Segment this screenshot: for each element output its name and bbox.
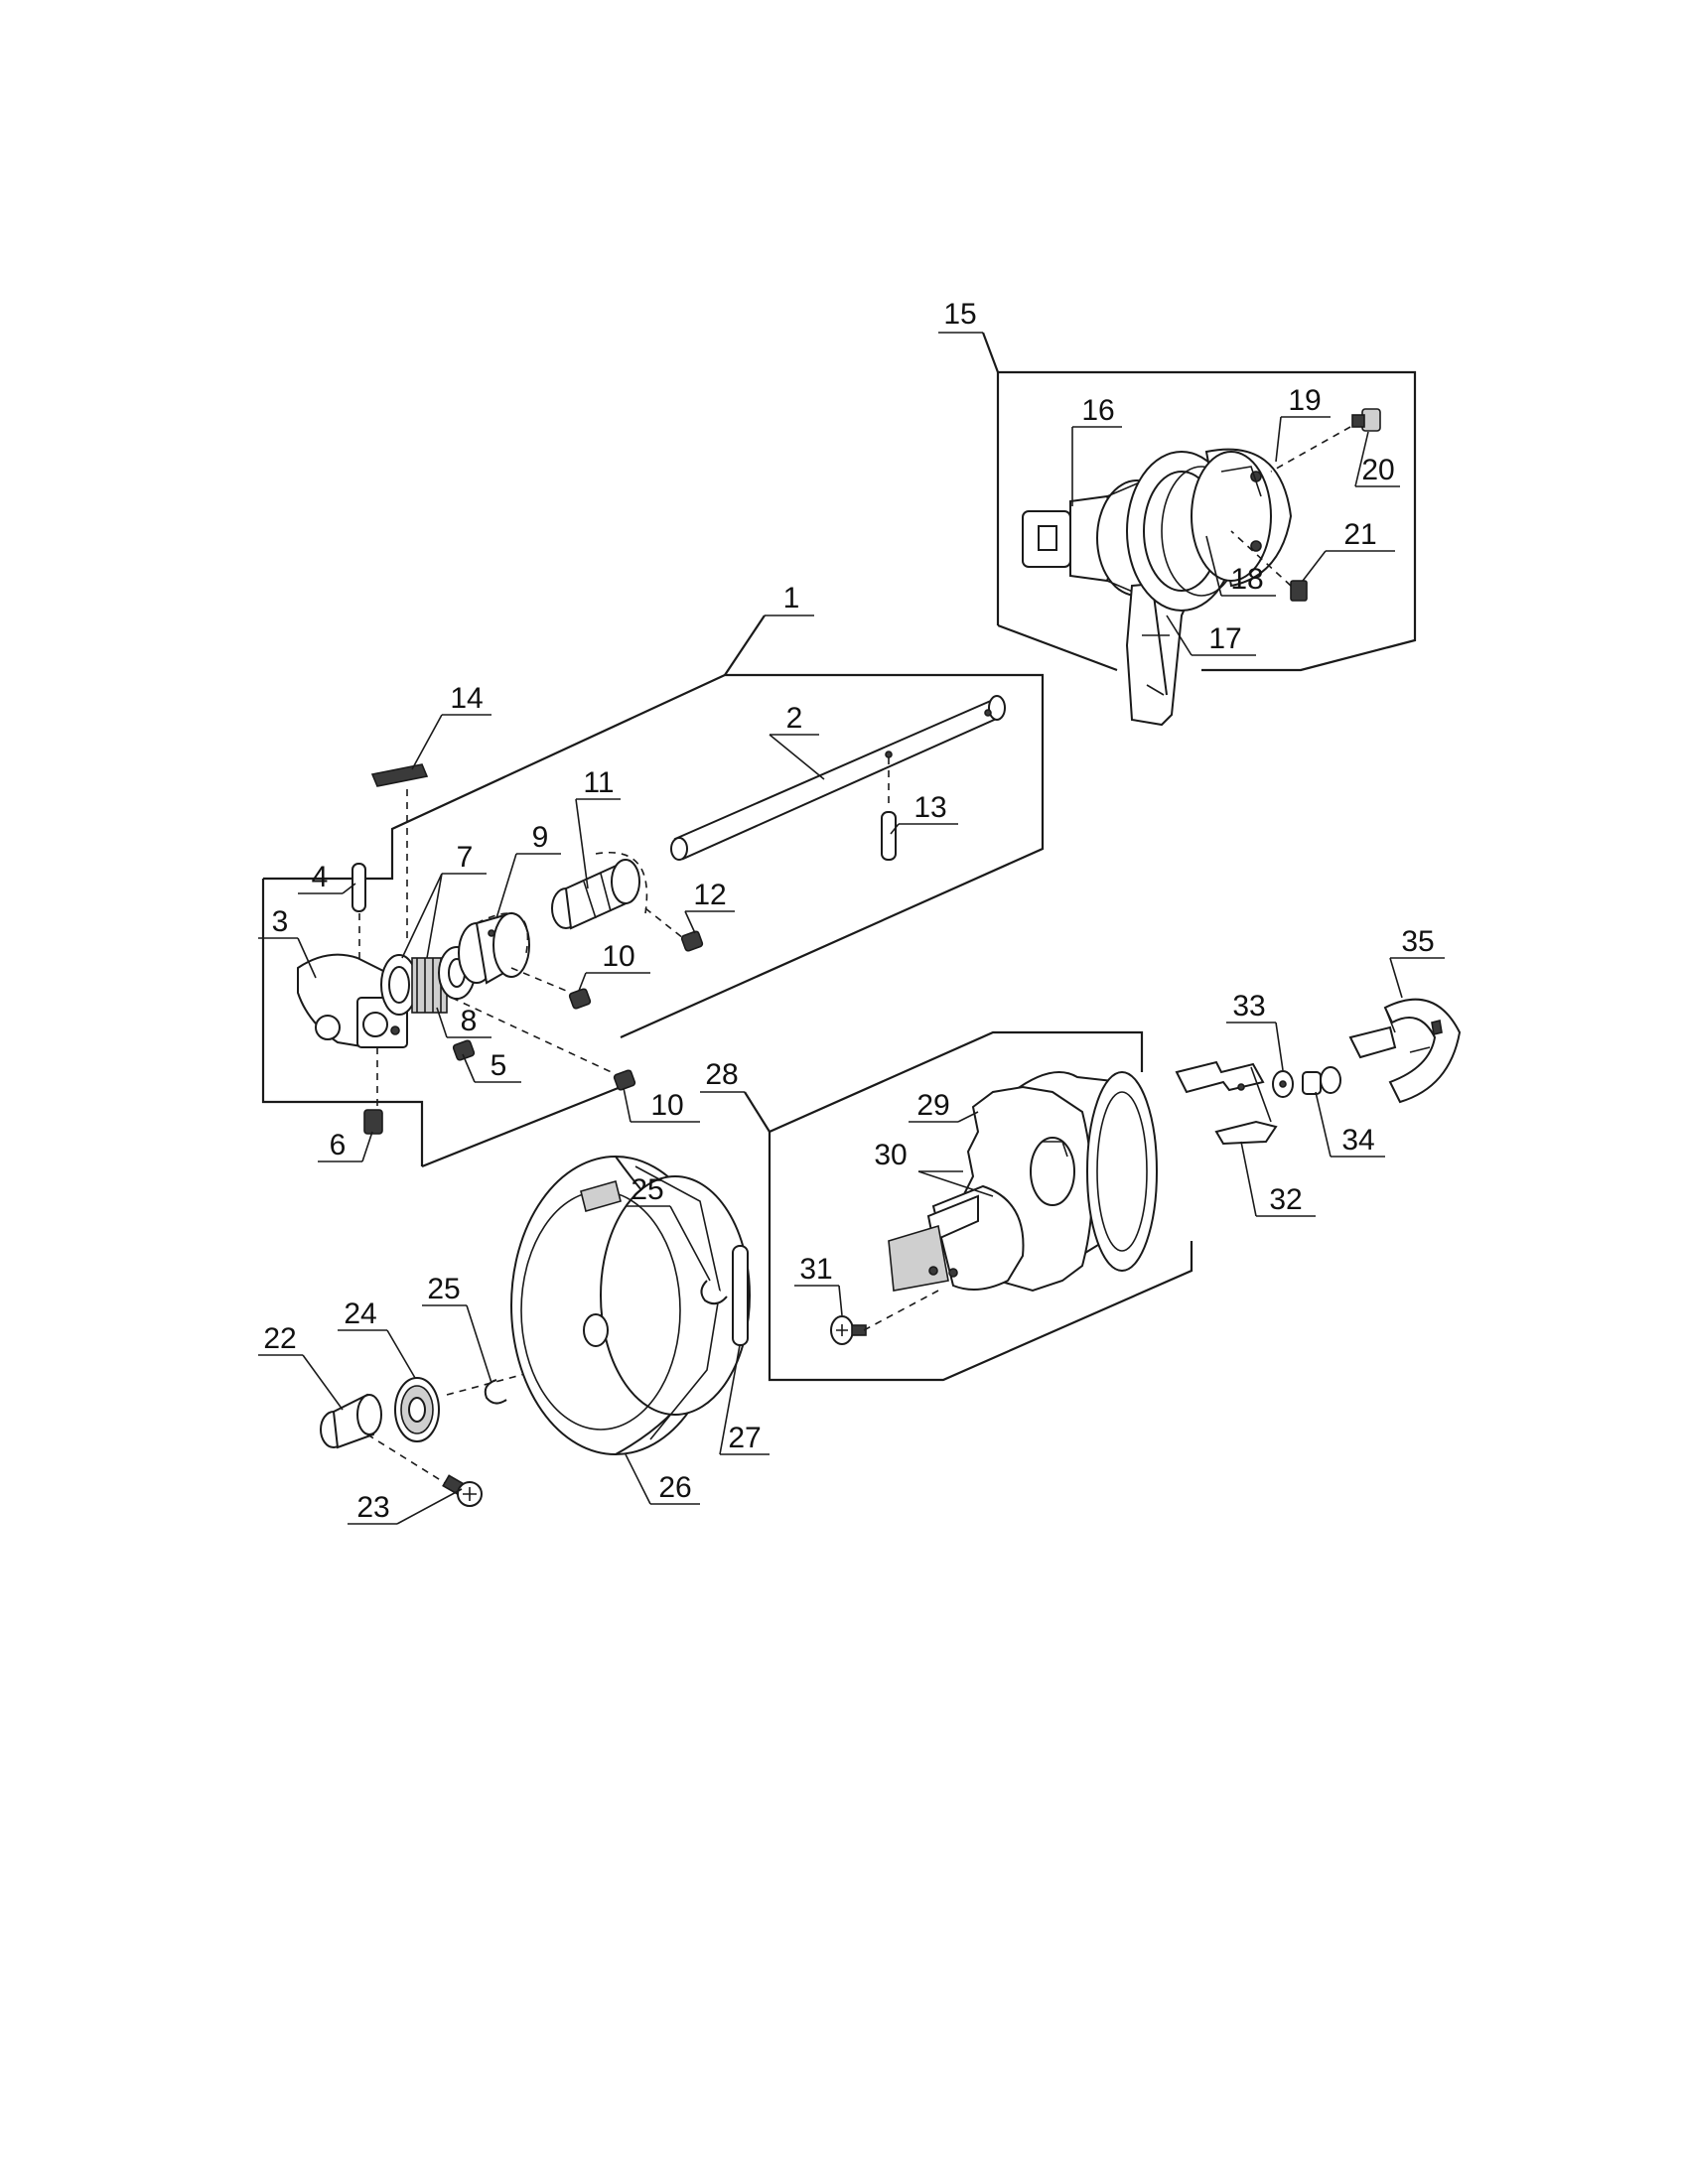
callout-25-right: 25 xyxy=(631,1173,663,1206)
part-10-set-screw-lower xyxy=(451,997,636,1091)
callout-6: 6 xyxy=(330,1129,347,1161)
callout-13: 13 xyxy=(913,791,946,824)
part-25-retaining-ring-right xyxy=(700,1280,728,1305)
callout-5: 5 xyxy=(491,1049,507,1082)
part-30-cam-segment xyxy=(888,1184,1025,1292)
part-24-bearing xyxy=(394,1377,440,1442)
part-17-bracket-arm xyxy=(1125,579,1190,727)
part-11-sleeve xyxy=(551,852,648,930)
part-9-coupling xyxy=(458,911,530,985)
callout-9: 9 xyxy=(532,821,549,854)
callout-1: 1 xyxy=(783,582,800,614)
part-14-key xyxy=(370,763,429,943)
callout-12: 12 xyxy=(693,879,726,911)
assembly-1-outline xyxy=(261,614,1045,1168)
callout-27: 27 xyxy=(728,1422,761,1454)
callout-21: 21 xyxy=(1343,518,1376,551)
part-35-cover-clip xyxy=(1348,998,1462,1104)
callout-11: 11 xyxy=(583,766,614,799)
part-7-collar-gear xyxy=(380,954,448,1016)
callout-7: 7 xyxy=(457,841,474,874)
callout-10-lower: 10 xyxy=(650,1089,683,1122)
assembly-15-outline xyxy=(938,332,1417,672)
callout-34: 34 xyxy=(1341,1124,1374,1157)
callout-24: 24 xyxy=(344,1297,376,1330)
part-31-screw xyxy=(830,1290,939,1345)
callout-17: 17 xyxy=(1208,622,1241,655)
part-12-set-screw xyxy=(644,907,704,952)
callout-16: 16 xyxy=(1081,394,1114,427)
callout-32: 32 xyxy=(1269,1183,1302,1216)
callout-30: 30 xyxy=(874,1139,907,1171)
part-22-collar xyxy=(320,1393,382,1449)
part-13-pin xyxy=(881,811,897,861)
callout-18: 18 xyxy=(1230,563,1263,596)
callout-22: 22 xyxy=(263,1322,296,1355)
callout-26: 26 xyxy=(658,1471,691,1504)
callout-2: 2 xyxy=(786,702,803,735)
part-10-set-screw-upper xyxy=(510,967,592,1010)
part-6-set-screw xyxy=(363,1109,383,1135)
part-33-washer xyxy=(1272,1070,1294,1098)
callout-28: 28 xyxy=(705,1058,738,1091)
callout-31: 31 xyxy=(799,1253,832,1286)
callout-labels: 1 2 3 4 5 6 7 8 9 10 10 11 12 13 14 15 1… xyxy=(263,298,1434,1524)
part-27-pin xyxy=(732,1245,749,1346)
callout-20: 20 xyxy=(1361,454,1394,486)
part-26-timing-pulley xyxy=(510,1156,751,1455)
callout-8: 8 xyxy=(461,1005,478,1037)
part-20-screw xyxy=(1270,408,1381,473)
callout-15: 15 xyxy=(943,298,976,331)
callout-14: 14 xyxy=(450,682,483,715)
callout-3: 3 xyxy=(272,905,289,938)
assembly-28-outline xyxy=(700,1030,1193,1382)
part-34-stud xyxy=(1302,1066,1341,1095)
part-2-main-shaft xyxy=(670,695,1006,861)
callout-19: 19 xyxy=(1288,384,1321,417)
callout-29: 29 xyxy=(916,1089,949,1122)
callout-10-upper: 10 xyxy=(602,940,634,973)
leader-lines xyxy=(258,416,1445,1525)
part-4-pin xyxy=(351,863,366,968)
callout-25-left: 25 xyxy=(427,1273,460,1305)
callout-23: 23 xyxy=(356,1491,389,1524)
callout-33: 33 xyxy=(1232,990,1265,1023)
callout-4: 4 xyxy=(312,861,329,893)
part-21-screw xyxy=(1230,530,1308,602)
part-32-spring-clip xyxy=(1175,1060,1278,1146)
part-5-set-screw xyxy=(452,1039,476,1061)
callout-35: 35 xyxy=(1401,925,1434,958)
part-25-retaining-ring-left xyxy=(446,1354,597,1405)
